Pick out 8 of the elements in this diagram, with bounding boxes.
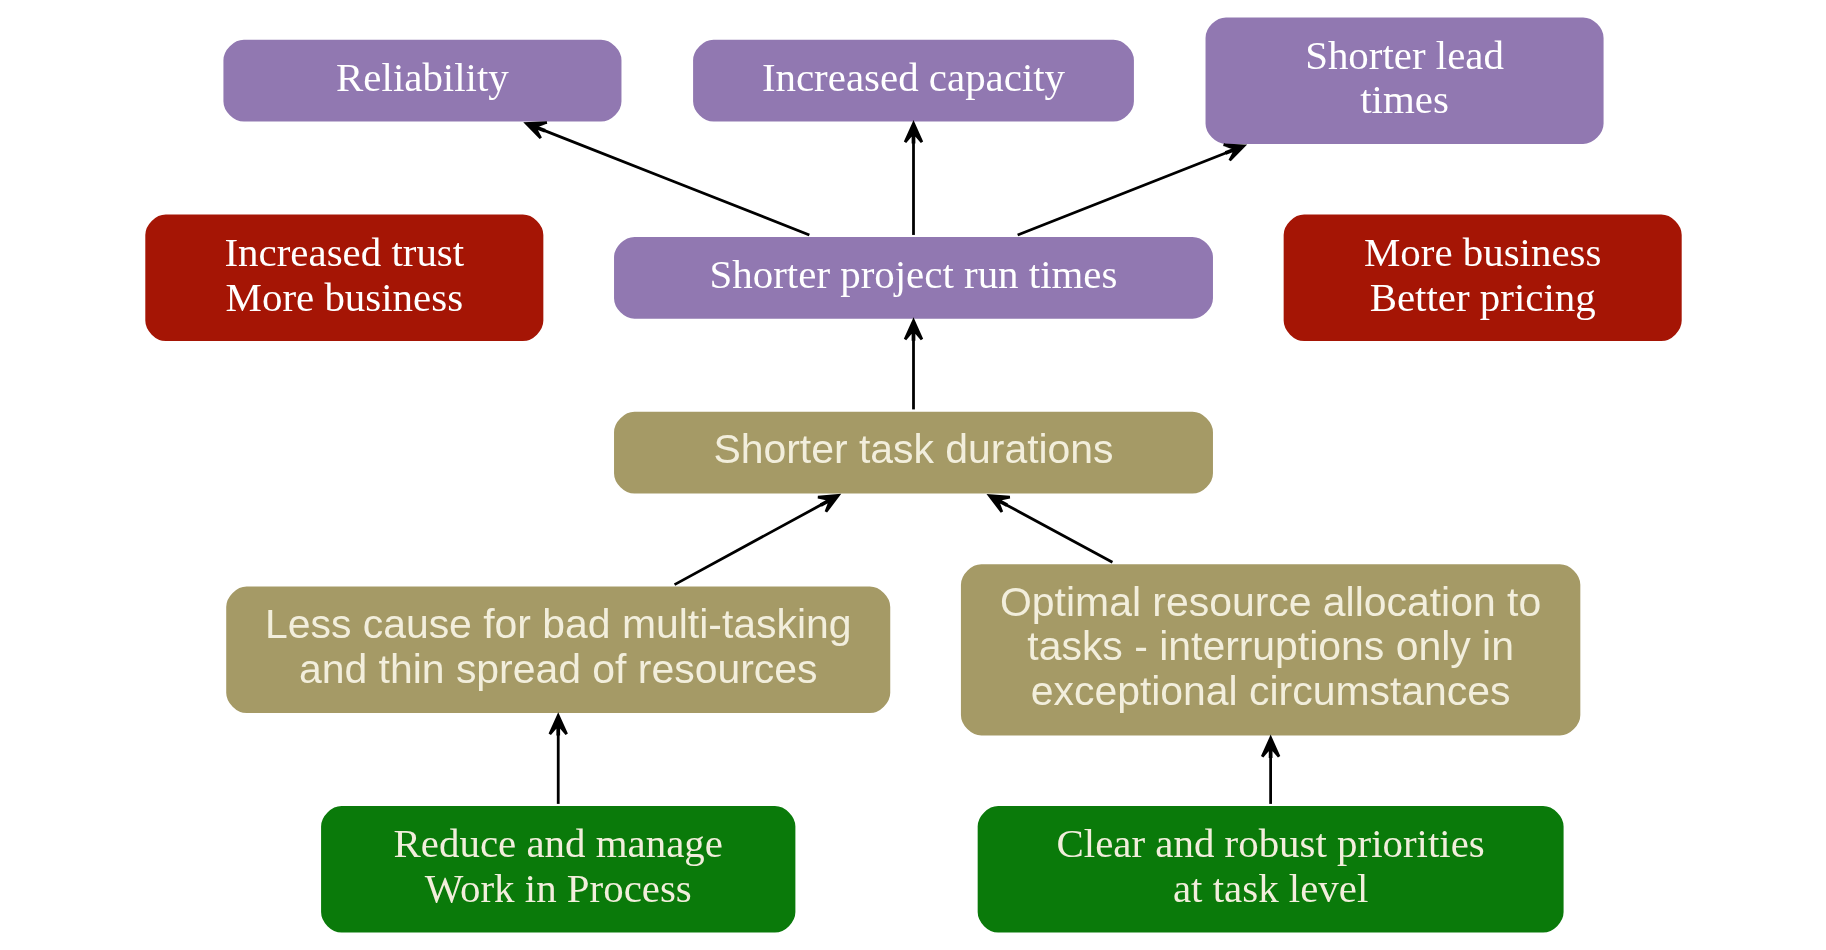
arrow xyxy=(673,494,840,586)
arrow xyxy=(987,494,1113,564)
arrow xyxy=(1260,736,1280,804)
arrow xyxy=(547,714,568,804)
arrow xyxy=(903,122,923,235)
arrow xyxy=(524,121,810,237)
arrow xyxy=(903,319,923,410)
arrow xyxy=(1016,143,1245,237)
